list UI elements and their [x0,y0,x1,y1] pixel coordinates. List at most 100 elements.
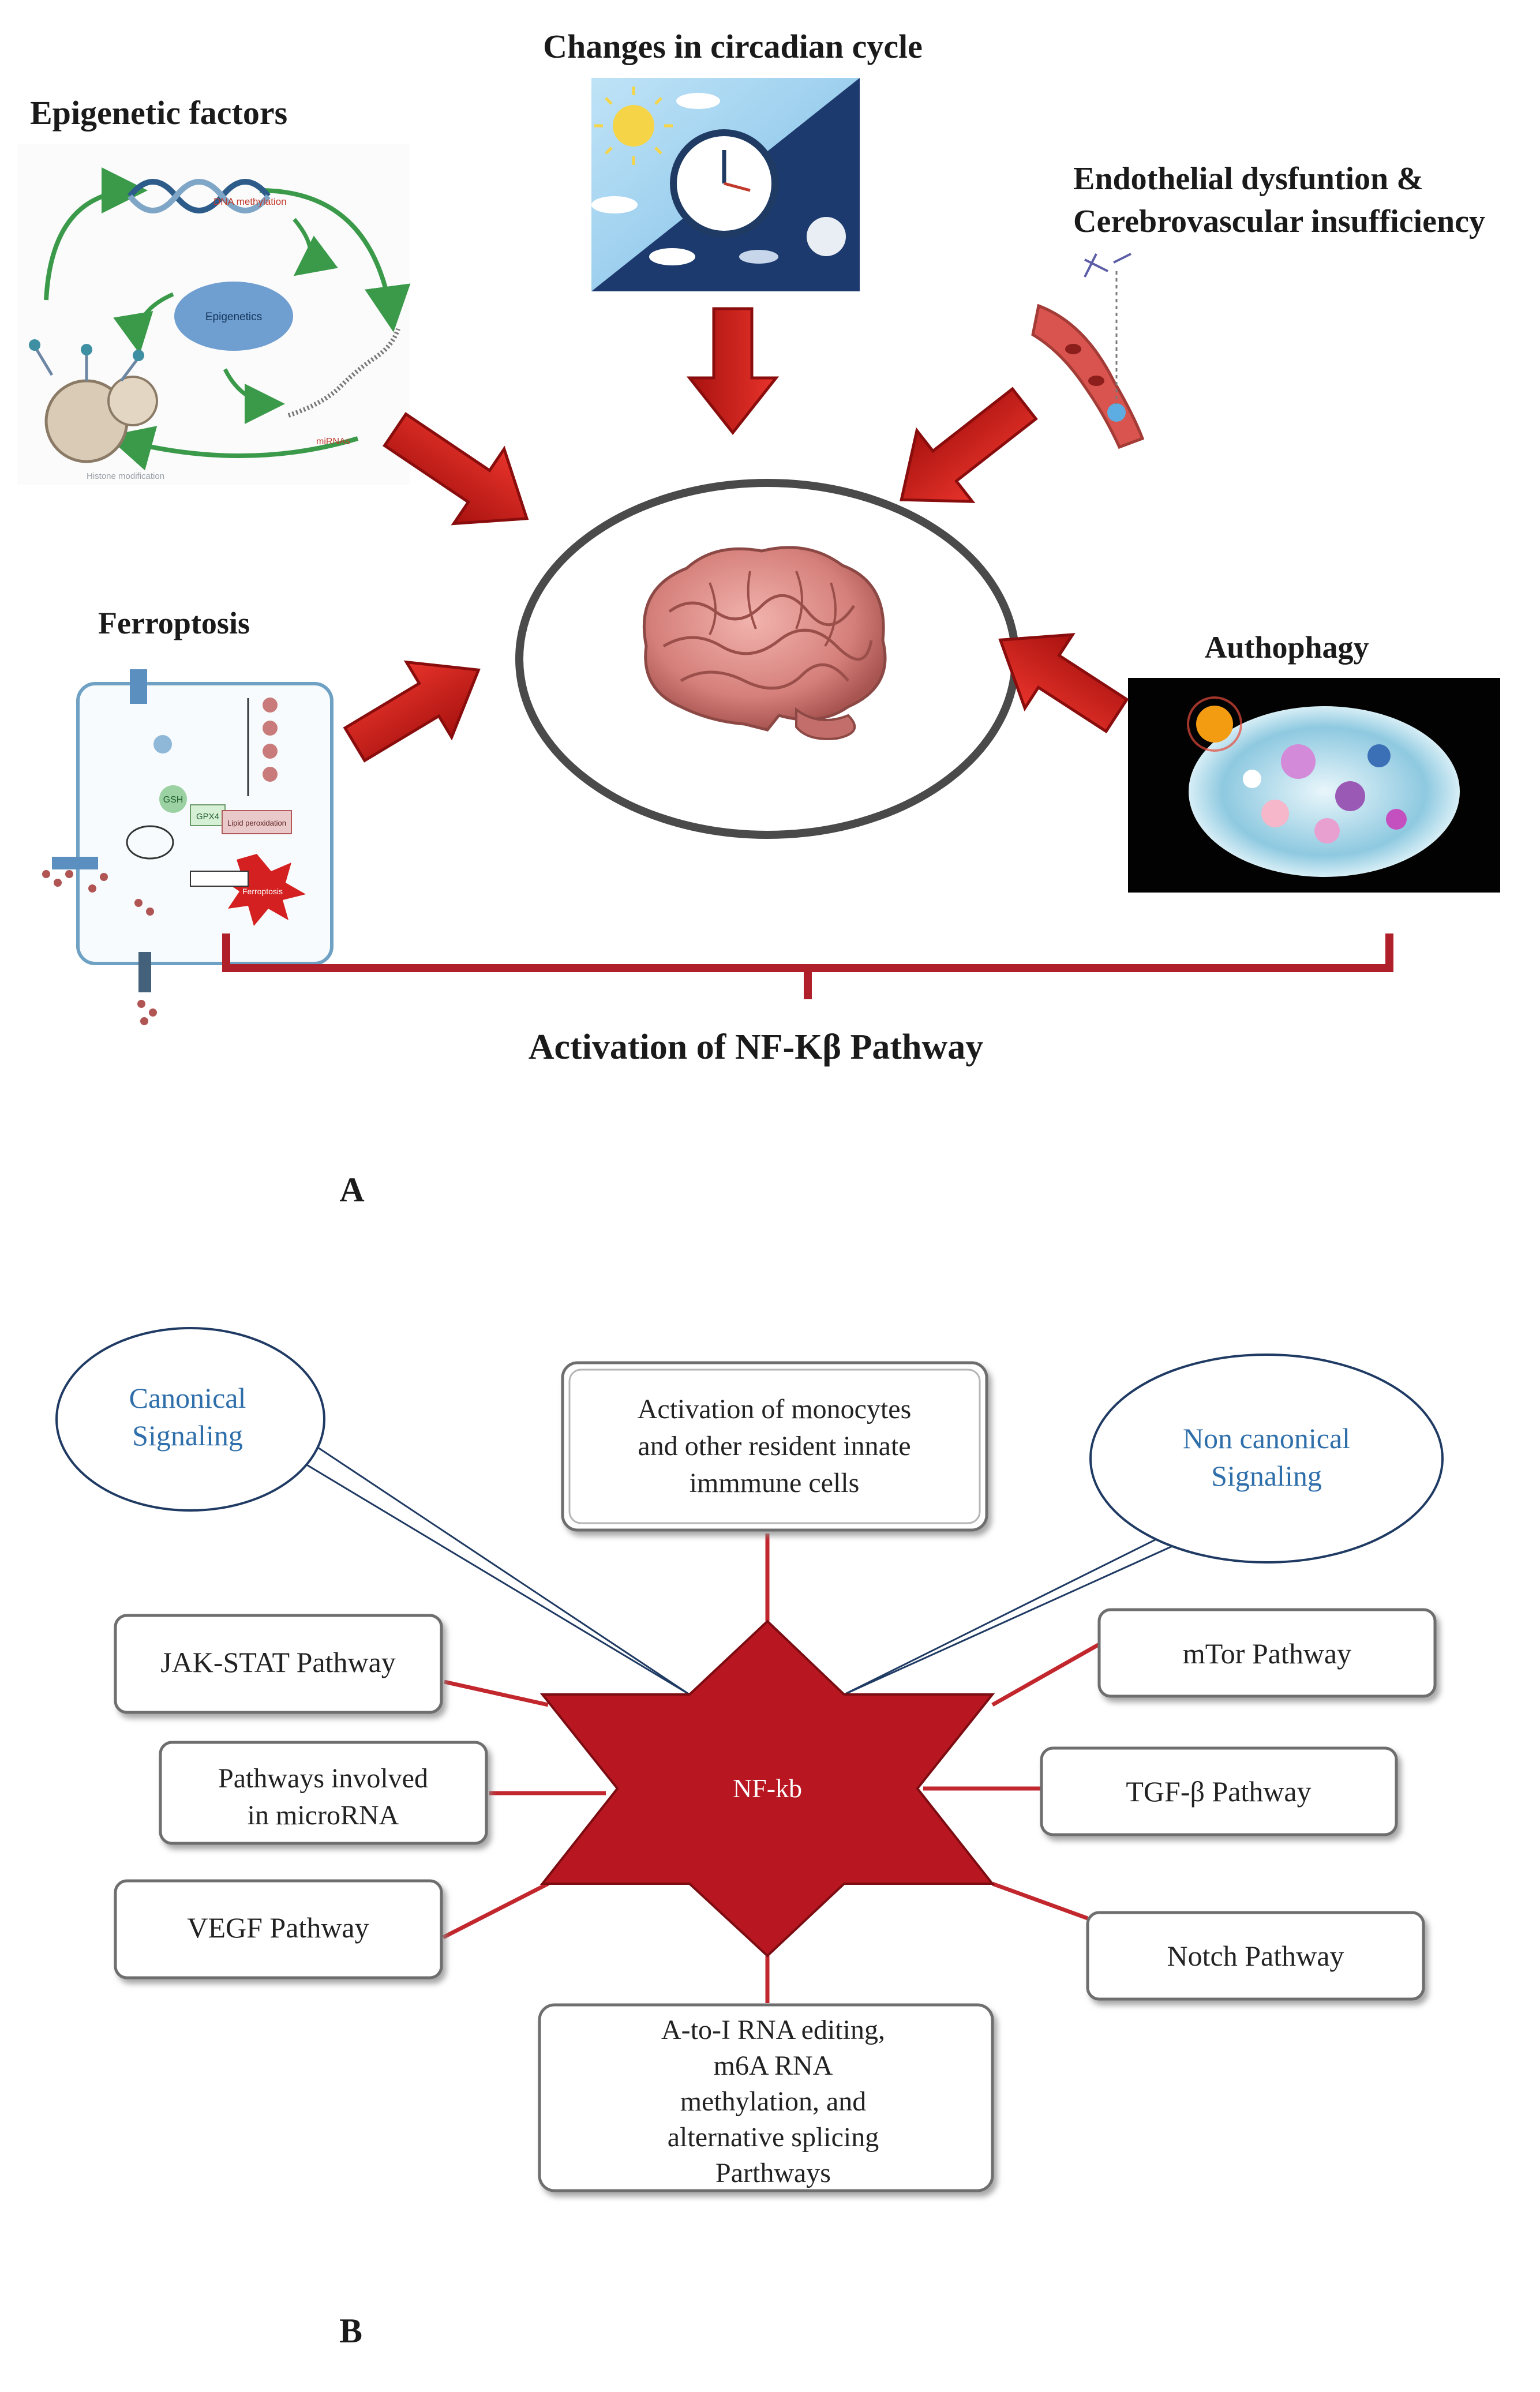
histone-tail-icon [33,345,140,382]
non-canonical-line2: Signaling [1211,1460,1322,1492]
pathway-box [190,871,249,887]
notch-label: Notch Pathway [1167,1940,1344,1972]
transporter-icon [138,952,151,992]
panel-a: Epigenetic factors DNA methylation Epige… [17,28,1500,1209]
dna-methylation-label: DNA methylation [213,196,287,207]
activation-line1: Activation of monocytes [638,1394,912,1424]
vessel-icon [1031,303,1145,449]
histone-label: Histone modification [87,471,164,481]
activation-box-inner [568,1369,981,1524]
jak-stat-label: JAK-STAT Pathway [160,1646,396,1678]
activation-line3: immmune cells [690,1468,860,1498]
activation-line2: and other resident innate [638,1431,910,1461]
arrow-ferroptosis [343,660,481,763]
ferroptosis-diagram: GSH GPX4 Lipid peroxidation Ferroptosis [42,669,334,1025]
rna-editing-line3: methylation, and [680,2086,867,2117]
endothelial-title-line2: Cerebrovascular insufficiency [1073,204,1485,239]
mirna-strand-icon [287,328,400,418]
gpx4-box [190,804,226,826]
epigenetics-center-ellipse [174,282,293,351]
organelles-icon [1243,744,1407,843]
cycle-arrow-icon [113,292,174,354]
mtor-box [1097,1608,1437,1698]
cerebellum-icon [795,707,856,740]
nucleosome-icon [107,376,158,426]
autophagy-title: Authophagy [1204,630,1369,665]
callout-lines [288,1444,1192,1696]
sun-rays-icon [594,87,673,165]
histone-mark-icon [29,339,40,351]
microrna-box [159,1741,488,1845]
cycle-arrow-icon [293,218,338,276]
vegf-label: VEGF Pathway [187,1911,369,1944]
non-canonical-line1: Non canonical [1183,1422,1350,1454]
microrna-line2: in microRNA [248,1800,399,1831]
arrow-circadian [686,307,780,436]
dna-helix-strand [128,179,271,213]
canonical-ellipse [55,1327,325,1512]
cycle-arrow-icon [44,167,148,301]
bracket [222,933,1393,999]
blood-cell-icon [1088,376,1104,386]
circadian-image [591,78,860,291]
sun-icon [613,105,654,147]
gpx4-label: GPX4 [196,812,219,822]
cloud-icon [649,248,695,265]
moon-icon [807,217,846,256]
enzyme-list-icon [263,698,278,782]
endothelial-cell-icon [1107,403,1126,422]
autophagosome-icon [1196,706,1233,743]
nfkb-star [539,1619,995,1958]
autophagosome-glow [1187,696,1242,752]
cycle-icon [126,825,174,860]
canonical-line2: Signaling [132,1419,243,1452]
nfkb-label: NF-kb [733,1774,802,1803]
cloud-icon [591,196,638,213]
tgf-label: TGF-β Pathway [1126,1775,1311,1808]
iron-particles-icon [42,870,157,1025]
connectors [442,1534,1100,2003]
rna-editing-line5: Parthways [715,2158,831,2188]
protein-icon [159,785,187,813]
mtor-label: mTor Pathway [1183,1637,1351,1670]
rna-editing-line4: alternative splicing [668,2122,879,2153]
non-canonical-ellipse [1089,1354,1444,1564]
nfkb-activation-label: Activation of NF-Kβ Pathway [529,1028,984,1067]
endothelial-title-line1: Endothelial dysfuntion & [1073,161,1423,197]
rna-editing-line1: A-to-I RNA editing, [661,2015,885,2045]
autophagy-image [1128,678,1500,893]
cloud-icon [676,93,720,109]
microrna-line1: Pathways involved [218,1763,428,1794]
cycle-arrow-icon [106,426,359,471]
panel-b: NF-kb Canonical Signaling Non canonical … [55,1327,1444,2350]
epigenetic-title: Epigenetic factors [30,94,287,132]
mirnas-label: miRNAs [316,437,350,447]
histone-mark-icon [81,344,92,355]
protein-icon [153,735,172,753]
dna-helix-icon [128,179,271,213]
cloud-icon [739,250,778,264]
blood-vessel-image [1031,253,1145,449]
gsh-label: GSH [163,795,183,805]
clock-hand [724,182,751,192]
ferroptosis-title: Ferroptosis [98,606,250,640]
arrow-autophagy [998,633,1129,734]
vegf-box [114,1879,443,1979]
jak-stat-box [114,1614,443,1714]
lipid-peroxidation-box [222,810,292,834]
tgf-box [1040,1746,1398,1836]
circadian-title: Changes in circadian cycle [543,28,923,65]
cycle-arrow-icon [259,188,411,332]
activation-box [561,1361,988,1532]
rna-editing-line2: m6A RNA [714,2050,833,2081]
lipid-peroxidation-label: Lipid peroxidation [227,819,286,827]
neuron-icon [1084,253,1131,278]
panel-b-letter: B [339,2312,362,2350]
epigenetic-diagram: DNA methylation Epigenetics Histone modi… [17,144,411,485]
ferroptosis-burst-label: Ferroptosis [242,887,283,896]
arrow-epigenetic [383,412,529,526]
transporter-icon [52,857,98,869]
rna-editing-box [538,2003,994,2192]
arrow-endothelial [900,387,1038,503]
